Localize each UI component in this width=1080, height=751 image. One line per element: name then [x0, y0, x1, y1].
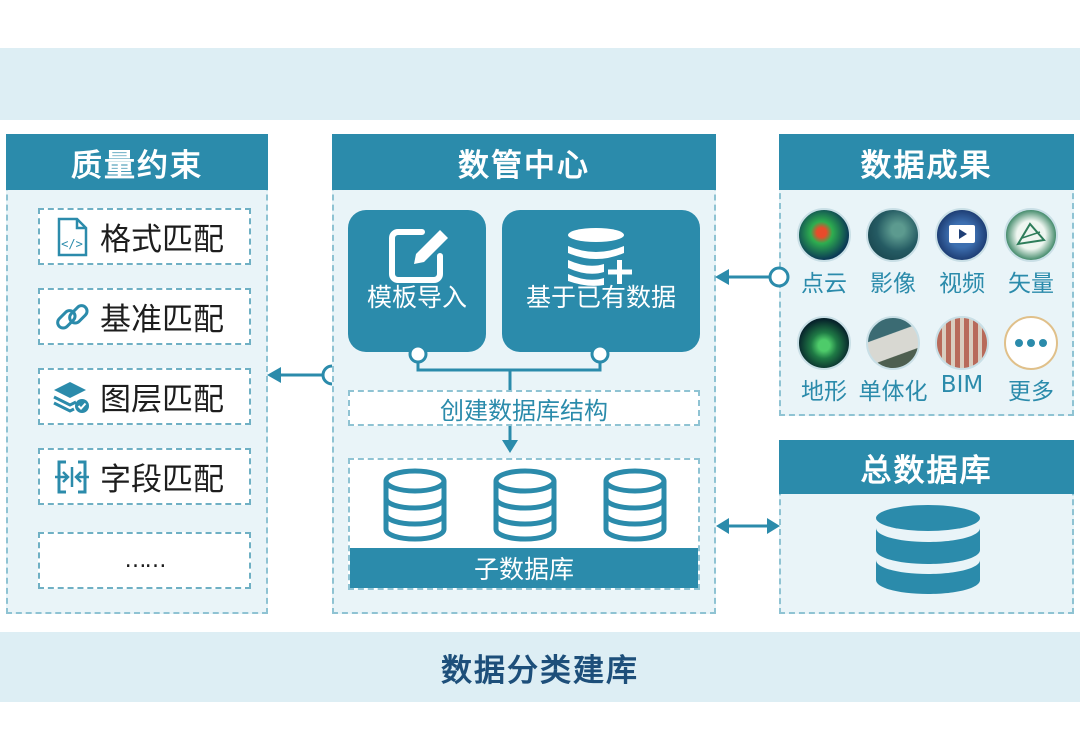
data-results-title: 数据成果 [779, 134, 1074, 190]
sub-db-icon-3 [603, 468, 667, 542]
data-center-panel: 数管中心 模板导入 基于已有数据 创建数据库结构 [332, 134, 716, 614]
layers-icon [52, 377, 92, 417]
video-icon [949, 225, 975, 243]
template-import-label: 模板导入 [366, 283, 467, 312]
more-thumb[interactable] [1004, 316, 1058, 370]
master-db-panel: 总数据库 [779, 440, 1074, 614]
data-center-title: 数管中心 [332, 134, 716, 190]
top-band [0, 48, 1080, 120]
arrow-results-to-center [715, 266, 790, 288]
merge-connector [408, 344, 610, 453]
quality-panel: 质量约束 </> 格式匹配 基准匹配 图层匹配 字段匹配 …… [6, 134, 268, 614]
datum-match-item: 基准匹配 [38, 288, 251, 345]
master-db-icon [876, 505, 980, 594]
point-cloud-thumb[interactable] [797, 208, 851, 262]
more-item: …… [38, 532, 251, 589]
bim-thumb[interactable] [935, 316, 989, 370]
bottom-band: 数据分类建库 [0, 632, 1080, 702]
master-db-title: 总数据库 [779, 440, 1074, 494]
format-match-item: </> 格式匹配 [38, 208, 251, 265]
data-results-panel: 数据成果 点云 影像 视频 矢量 地形 单体化 BIM 更多 [779, 134, 1074, 416]
bim-label: BIM [940, 372, 984, 398]
arrow-center-master-db [716, 518, 780, 534]
sub-db-label: 子数据库 [350, 548, 698, 588]
link-icon [52, 297, 92, 337]
layer-match-item: 图层匹配 [38, 368, 251, 425]
terrain-thumb[interactable] [797, 316, 851, 370]
database-add-icon [568, 228, 632, 286]
sub-db-icon-1 [383, 468, 447, 542]
more-item-label: …… [124, 548, 167, 573]
vector-map-icon [1016, 222, 1046, 246]
field-match-label: 字段匹配 [100, 462, 224, 498]
vector-thumb[interactable] [1004, 208, 1058, 262]
field-icon [52, 457, 92, 497]
imagery-thumb[interactable] [866, 208, 920, 262]
bottom-title: 数据分类建库 [441, 652, 639, 689]
more-dots-icon [1015, 339, 1047, 347]
format-match-label: 格式匹配 [100, 222, 224, 258]
existing-data-label: 基于已有数据 [525, 283, 676, 312]
terrain-label: 地形 [801, 379, 847, 405]
sub-db-group: 子数据库 [348, 458, 700, 590]
monomer-thumb[interactable] [866, 316, 920, 370]
field-match-item: 字段匹配 [38, 448, 251, 505]
existing-data-tile[interactable]: 基于已有数据 [502, 210, 700, 352]
more-label: 更多 [1008, 379, 1054, 405]
monomer-label: 单体化 [858, 379, 928, 405]
sub-db-icon-2 [493, 468, 557, 542]
layer-match-label: 图层匹配 [100, 382, 224, 418]
quality-panel-title: 质量约束 [6, 134, 268, 190]
code-file-icon: </> [52, 217, 92, 257]
vector-label: 矢量 [1008, 271, 1054, 297]
template-import-tile[interactable]: 模板导入 [348, 210, 486, 352]
edit-icon [389, 229, 448, 283]
video-label: 视频 [939, 271, 985, 297]
svg-text:</>: </> [61, 237, 83, 251]
create-structure-step: 创建数据库结构 [348, 390, 700, 426]
video-thumb[interactable] [935, 208, 989, 262]
datum-match-label: 基准匹配 [100, 302, 224, 338]
point-cloud-label: 点云 [801, 271, 847, 297]
imagery-label: 影像 [870, 271, 916, 297]
